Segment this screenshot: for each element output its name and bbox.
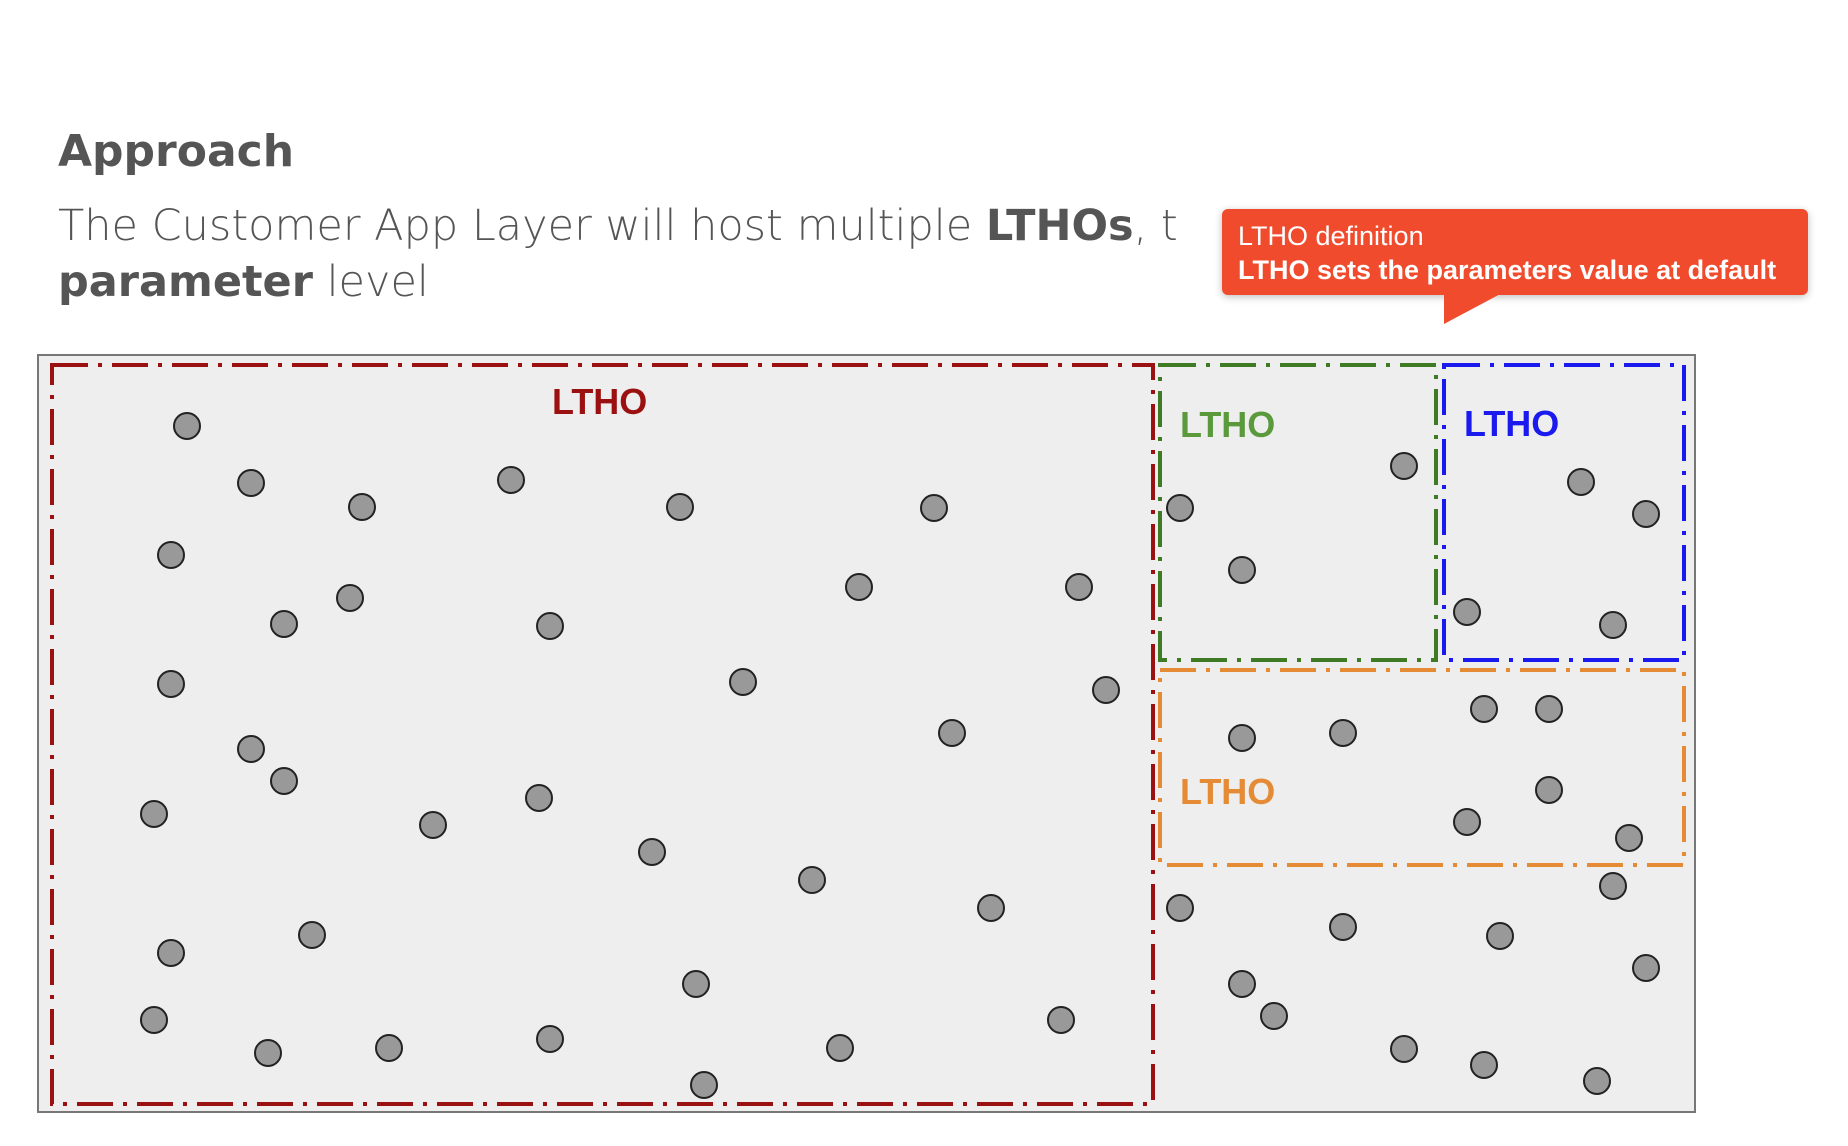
dots-orange-region — [1228, 695, 1643, 852]
parameter-dot — [1453, 808, 1481, 836]
parameter-dot — [157, 670, 185, 698]
parameter-dot — [1470, 695, 1498, 723]
parameter-dot — [237, 735, 265, 763]
parameter-dot — [798, 866, 826, 894]
parameter-dot — [1599, 872, 1627, 900]
parameter-dot — [1228, 970, 1256, 998]
parameter-dot — [254, 1039, 282, 1067]
customer-app-layer-panel — [37, 354, 1696, 1113]
parameter-dot — [336, 584, 364, 612]
slide-heading: Approach — [58, 126, 295, 177]
parameter-dot — [1260, 1002, 1288, 1030]
parameter-dot — [298, 921, 326, 949]
parameter-dot — [348, 493, 376, 521]
parameter-dot — [1329, 719, 1357, 747]
dots-red-region — [140, 412, 1120, 1099]
parameter-dot — [845, 573, 873, 601]
dots-blue-region — [1453, 468, 1660, 639]
ltho-region-orange — [1158, 668, 1686, 867]
parameter-dot — [638, 838, 666, 866]
parameter-dot — [690, 1071, 718, 1099]
ltho-label-green: LTHO — [1180, 404, 1275, 445]
callout-description: LTHO sets the parameters value at defaul… — [1238, 255, 1777, 285]
parameter-dot — [1166, 894, 1194, 922]
parameter-dot — [1065, 573, 1093, 601]
parameter-dot — [920, 494, 948, 522]
parameter-dot — [270, 610, 298, 638]
parameter-dot — [977, 894, 1005, 922]
parameter-dot — [1228, 556, 1256, 584]
parameter-dot — [1390, 452, 1418, 480]
parameter-dot — [1535, 695, 1563, 723]
parameter-dot — [938, 719, 966, 747]
parameter-dot — [826, 1034, 854, 1062]
parameter-dot — [666, 493, 694, 521]
parameter-dot — [536, 612, 564, 640]
parameter-dot — [525, 784, 553, 812]
subtitle-part3: level — [312, 257, 429, 307]
subtitle-bold-parameter: parameter — [58, 257, 313, 307]
ltho-label-blue: LTHO — [1464, 403, 1559, 444]
parameter-dot — [1092, 676, 1120, 704]
ltho-region-blue — [1442, 363, 1686, 662]
dots-unassigned-area — [1166, 872, 1660, 1095]
callout-pointer — [1444, 292, 1504, 324]
parameter-dot — [173, 412, 201, 440]
ltho-region-red — [50, 363, 1155, 1106]
parameter-dot — [1486, 922, 1514, 950]
parameter-dot — [140, 800, 168, 828]
parameter-dot — [1166, 494, 1194, 522]
parameter-dot — [497, 466, 525, 494]
parameter-dot — [1535, 776, 1563, 804]
ltho-definition-callout: LTHO definition LTHO sets the parameters… — [1222, 209, 1808, 295]
parameter-dot — [1615, 824, 1643, 852]
parameter-dot — [1453, 598, 1481, 626]
parameter-dot — [1632, 954, 1660, 982]
subtitle-part2: , t — [1133, 201, 1178, 251]
subtitle-bold-lthos: LTHOs — [985, 201, 1134, 251]
parameter-dot — [1047, 1006, 1075, 1034]
parameter-dot — [1599, 611, 1627, 639]
ltho-region-green — [1158, 363, 1438, 662]
parameter-dot — [1390, 1035, 1418, 1063]
parameter-dot — [140, 1006, 168, 1034]
parameter-dot — [157, 939, 185, 967]
callout-title: LTHO definition — [1238, 221, 1424, 251]
subtitle-part1: The Customer App Layer will host multipl… — [58, 201, 986, 251]
parameter-dot — [1470, 1051, 1498, 1079]
parameter-dot — [1632, 500, 1660, 528]
parameter-dot — [419, 811, 447, 839]
parameter-dot — [1583, 1067, 1611, 1095]
parameter-dot — [729, 668, 757, 696]
parameter-dot — [375, 1034, 403, 1062]
parameter-dot — [270, 767, 298, 795]
parameter-dot — [157, 541, 185, 569]
parameter-dot — [237, 469, 265, 497]
parameter-dot — [536, 1025, 564, 1053]
parameter-dot — [1228, 724, 1256, 752]
parameter-dot — [682, 970, 710, 998]
ltho-label-red: LTHO — [552, 381, 647, 422]
ltho-label-orange: LTHO — [1180, 771, 1275, 812]
parameter-dot — [1567, 468, 1595, 496]
parameter-dot — [1329, 913, 1357, 941]
slide-subtitle: The Customer App Layer will host multipl… — [58, 198, 1238, 310]
dots-green-region — [1166, 452, 1418, 584]
